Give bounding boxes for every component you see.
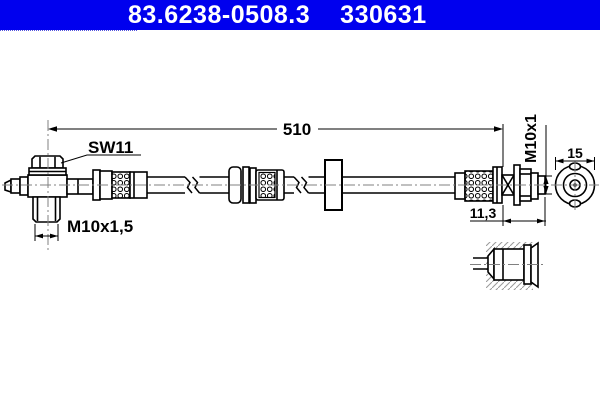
- label-thread-left: M10x1,5: [67, 217, 133, 236]
- callout-wrench-size: SW11: [60, 138, 141, 164]
- banjo-neck: [66, 178, 94, 195]
- dim-thread-right: M10x1: [523, 114, 552, 195]
- hose-line: [147, 176, 455, 194]
- label-wrench-size: SW11: [88, 138, 133, 157]
- banjo-fitting: [4, 155, 94, 223]
- brake-hose-technical-drawing: 510 SW11 M10x1,5 M10x1 11,3: [2, 114, 599, 290]
- crimp-knurl: [464, 170, 494, 202]
- label-end-offset: 11,3: [470, 205, 497, 221]
- part-number: 83.6238-0508.3: [128, 1, 311, 29]
- mount-detail-view: [470, 241, 543, 290]
- label-flange-diameter: 15: [567, 145, 583, 161]
- label-thread-right: M10x1: [523, 114, 540, 163]
- end-view: 15: [551, 145, 599, 210]
- reference-number: 330631: [340, 1, 427, 29]
- banjo-threaded-stud: [32, 196, 61, 223]
- dim-flange-diameter: 15: [555, 145, 595, 170]
- dim-total-length: 510: [48, 120, 504, 167]
- dim-thread-left: M10x1,5: [34, 217, 133, 241]
- header-dotted-line: [0, 30, 137, 31]
- dim-end-offset: 11,3: [470, 197, 546, 226]
- banjo-hex-nut: [28, 155, 67, 176]
- title-bar: 83.6238-0508.3 330631: [0, 0, 600, 30]
- label-total-length: 510: [283, 120, 311, 139]
